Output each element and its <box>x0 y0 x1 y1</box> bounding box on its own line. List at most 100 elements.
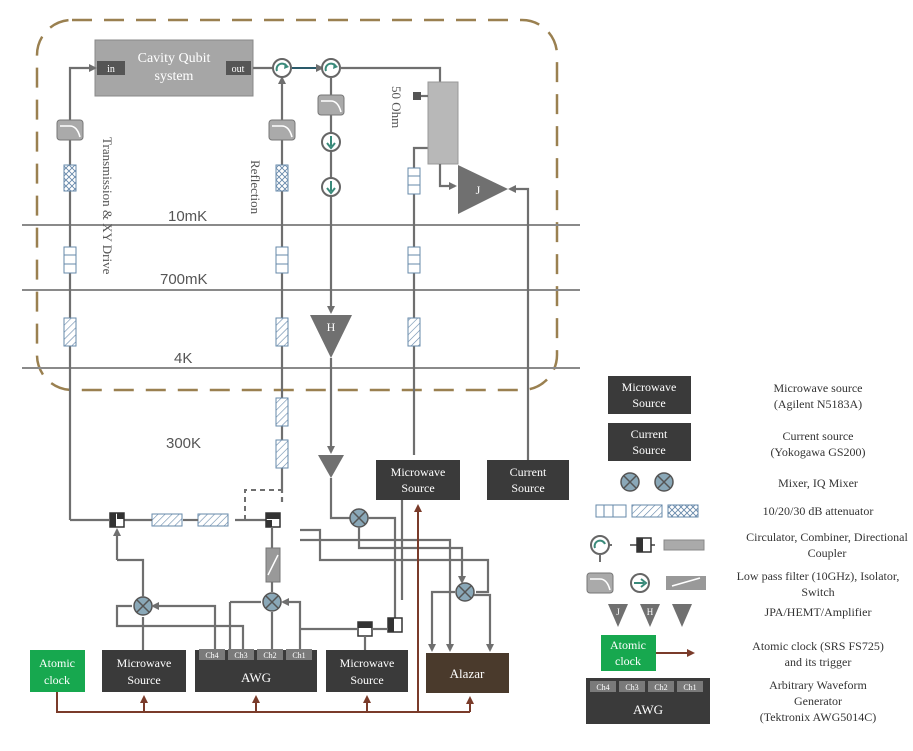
temp-10mk: 10mK <box>168 208 207 225</box>
awg-ch3: Ch3 <box>234 651 247 660</box>
awg-ch4: Ch4 <box>205 651 218 660</box>
mw-pump-l1: Microwave <box>391 465 446 479</box>
legend-mw-desc-1: Microwave source <box>774 381 863 395</box>
mw-pump-l2: Source <box>401 481 434 495</box>
legend-cs-l1: Current <box>631 427 668 441</box>
temp-700mk: 700mK <box>160 271 208 288</box>
alazar-label: Alazar <box>450 666 485 681</box>
awg-ch2: Ch2 <box>263 651 276 660</box>
room-temp-amplifier <box>318 455 344 478</box>
awg[interactable]: Ch4 Ch3 Ch2 Ch1 AWG <box>195 649 317 692</box>
legend-awg-desc-1: Arbitrary Waveform <box>769 678 867 692</box>
legend-atomic-clock: Atomic clock <box>601 635 695 671</box>
reflection-line <box>244 76 296 520</box>
attenuator-icon <box>197 513 229 527</box>
jpa-label: J <box>476 183 481 197</box>
alazar[interactable]: Alazar <box>426 653 509 693</box>
legend-current-source: Current Source <box>608 423 691 461</box>
legend: Microwave Source Microwave source (Agile… <box>586 376 908 724</box>
legend-awg-ch4: Ch4 <box>596 683 609 692</box>
combiner-icon <box>265 512 281 528</box>
temp-300k: 300K <box>166 435 201 452</box>
cavity-title-2: system <box>155 69 194 84</box>
current-source[interactable]: Current Source <box>487 460 569 500</box>
legend-awg-desc-3: (Tektronix AWG5014C) <box>760 710 877 724</box>
label-50-ohm: 50 Ohm <box>389 86 404 128</box>
directional-coupler <box>427 81 459 165</box>
legend-awg-ch1: Ch1 <box>683 683 696 692</box>
mw-left-l2: Source <box>127 673 160 687</box>
isolator-icon <box>321 132 341 152</box>
legend-awg-ch3: Ch3 <box>625 683 638 692</box>
legend-lpf-desc-1: Low pass filter (10GHz), Isolator, <box>737 569 900 583</box>
legend-mixer-icon <box>620 472 674 492</box>
circulator-icon <box>321 58 341 78</box>
termination-50ohm <box>413 92 421 100</box>
iq-mixer-right <box>262 592 282 612</box>
legend-clock-l2: clock <box>615 654 641 668</box>
combiner-icon <box>109 512 125 528</box>
legend-mw-l2: Source <box>632 396 665 410</box>
legend-awg-ch2: Ch2 <box>654 683 667 692</box>
legend-cs-desc-2: (Yokogawa GS200) <box>770 445 865 459</box>
legend-hemt-label: H <box>647 607 654 617</box>
legend-cs-l2: Source <box>632 443 665 457</box>
legend-attenuator-icons <box>595 504 699 518</box>
clock-l1: Atomic <box>39 656 75 670</box>
cavity-port-out: out <box>232 64 245 75</box>
cavity-qubit-system: Cavity Qubit system in out <box>94 39 254 97</box>
microwave-source-left[interactable]: Microwave Source <box>102 650 186 692</box>
attenuator-icon <box>151 513 183 527</box>
transmission-line <box>56 64 97 520</box>
combiner-icon <box>387 617 403 633</box>
mw-readout-l2: Source <box>350 673 383 687</box>
temp-4k: 4K <box>174 350 192 367</box>
cryostat-boundary <box>35 18 559 392</box>
awg-label: AWG <box>241 670 271 685</box>
jpa-amplifier: J <box>458 165 508 214</box>
cavity-title-1: Cavity Qubit <box>138 51 211 66</box>
legend-jpa-label: J <box>616 607 620 617</box>
legend-amplifier-icons: J H <box>608 604 692 627</box>
atomic-clock[interactable]: Atomic clock <box>30 650 85 692</box>
legend-clock-desc-2: and its trigger <box>785 655 852 669</box>
awg-ch1: Ch1 <box>292 651 305 660</box>
legend-awg-desc-2: Generator <box>794 694 842 708</box>
legend-atten-desc: 10/20/30 dB attenuator <box>763 504 874 518</box>
legend-awg-label: AWG <box>633 702 663 717</box>
lowpass-filter-icon <box>317 94 345 116</box>
clock-l2: clock <box>44 673 70 687</box>
legend-mw-l1: Microwave <box>622 380 677 394</box>
legend-lpf-desc-2: Switch <box>801 585 834 599</box>
hemt-label: H <box>327 320 336 334</box>
label-transmission: Transmission & XY Drive <box>100 137 115 275</box>
legend-circulator-icons <box>590 535 705 562</box>
microwave-source-pump[interactable]: Microwave Source <box>376 460 460 500</box>
legend-awg: Ch4 Ch3 Ch2 Ch1 AWG <box>586 678 710 724</box>
legend-amp-desc: JPA/HEMT/Amplifier <box>765 605 872 619</box>
hemt-amplifier: H <box>310 315 352 358</box>
legend-circ-desc-2: Coupler <box>808 546 847 560</box>
current-l2: Source <box>511 481 544 495</box>
legend-mixer-desc: Mixer, IQ Mixer <box>778 476 858 490</box>
legend-filter-icons <box>586 572 706 594</box>
current-l1: Current <box>510 465 547 479</box>
legend-clock-l1: Atomic <box>610 638 646 652</box>
pump-line <box>407 144 442 455</box>
microwave-source-readout[interactable]: Microwave Source <box>326 650 408 692</box>
cavity-port-in: in <box>107 64 115 75</box>
readout-mixer <box>349 508 369 528</box>
legend-cs-desc-1: Current source <box>783 429 854 443</box>
combiner-icon <box>357 621 373 637</box>
legend-clock-desc-1: Atomic clock (SRS FS725) <box>752 639 884 653</box>
circulator-icon <box>272 58 292 78</box>
iq-mixer-left <box>133 596 153 616</box>
legend-mw-desc-2: (Agilent N5183A) <box>774 397 862 411</box>
isolator-icon <box>321 177 341 197</box>
mw-left-l1: Microwave <box>117 656 172 670</box>
readout-mixer-2 <box>455 582 475 602</box>
legend-circ-desc-1: Circulator, Combiner, Directional <box>746 530 908 544</box>
label-reflection: Reflection <box>248 160 263 215</box>
legend-mw-source: Microwave Source <box>608 376 691 414</box>
